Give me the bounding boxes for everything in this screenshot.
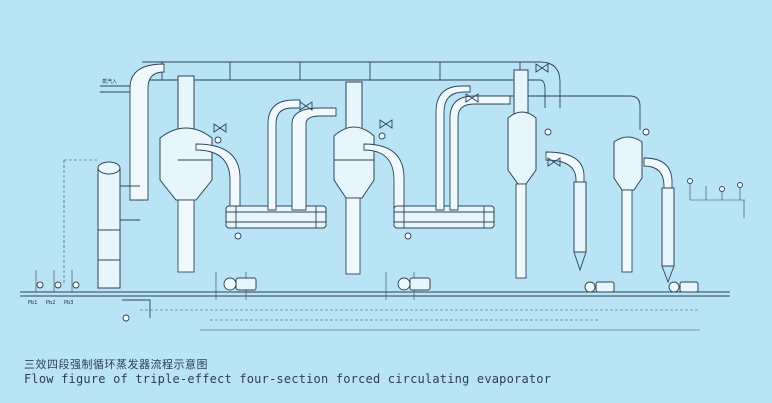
pump-icon — [122, 314, 130, 322]
pump-icon — [36, 281, 44, 289]
effect-2-riser — [267, 99, 337, 211]
pump-icon — [72, 281, 80, 289]
pump-4 — [668, 281, 699, 293]
gauge-icon — [642, 128, 650, 136]
effect-3-separator — [507, 69, 537, 279]
effect-1-loop — [195, 143, 241, 211]
right-instruments — [687, 178, 745, 218]
pump-icon — [54, 281, 62, 289]
steam-inlet: 蒸汽入 — [100, 78, 132, 93]
caption-english: Flow figure of triple-effect four-sectio… — [24, 372, 552, 386]
effect-3-riser — [435, 85, 641, 211]
valve-tag: Pb1 — [28, 300, 37, 306]
gauge-icon — [687, 178, 693, 184]
gauge-icon — [737, 182, 743, 188]
gauges — [214, 128, 650, 240]
condenser-column — [63, 159, 140, 289]
effect-4b-column — [643, 157, 675, 284]
valve-icon — [213, 123, 227, 133]
pump-2 — [397, 277, 431, 291]
pump-3 — [584, 281, 615, 293]
gauge-icon — [234, 232, 242, 240]
effect-2-separator — [333, 81, 375, 275]
valve-icon — [535, 63, 549, 73]
gauge-icon — [214, 136, 222, 144]
gauge-icon — [378, 132, 386, 140]
effect-3b-column — [545, 151, 587, 272]
valve-icon — [299, 101, 313, 111]
heater-2 — [393, 205, 495, 229]
valves — [213, 63, 561, 167]
gauge-icon — [719, 186, 725, 192]
effect-2-loop — [363, 143, 405, 211]
pump-1 — [223, 277, 257, 291]
left-downcomer — [129, 63, 165, 201]
valve-icon — [379, 119, 393, 129]
gauge-icon — [404, 232, 412, 240]
gauge-icon — [544, 128, 552, 136]
steam-inlet-label: 蒸汽入 — [102, 78, 117, 85]
valve-icon — [465, 93, 479, 103]
effect-4-separator — [613, 136, 643, 273]
valve-icon — [547, 157, 561, 167]
caption-chinese: 三效四段强制循环蒸发器流程示意图 — [24, 358, 208, 371]
effect-1-separator — [159, 75, 213, 273]
valve-tag: Pb2 — [46, 300, 55, 306]
valve-tag: Pb3 — [64, 300, 73, 306]
